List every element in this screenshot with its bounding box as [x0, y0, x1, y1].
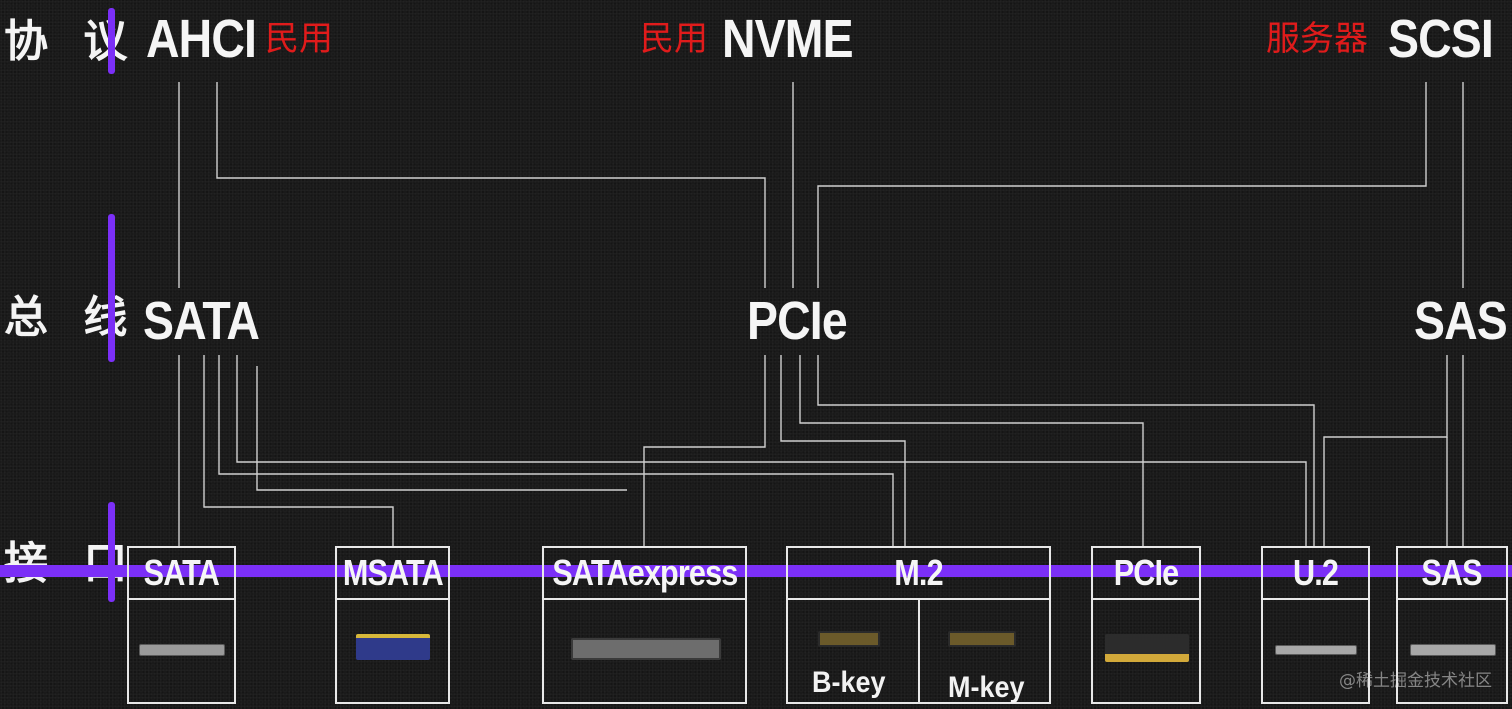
- protocol-nvme: NVME: [722, 9, 854, 69]
- sas-connector-icon: [1410, 644, 1496, 656]
- wire-ahci-pcie: [216, 82, 766, 288]
- category-bus-bar: [108, 214, 115, 362]
- wire-pcie-sataexpress: [643, 355, 766, 547]
- bus-sas: SAS: [1414, 291, 1508, 351]
- protocol-ahci: AHCI: [146, 9, 257, 69]
- pcie-connector-icon: [1105, 634, 1189, 662]
- interface-msata-box: MSATA: [335, 546, 450, 704]
- m2-divider: [918, 598, 920, 704]
- interface-sas-title: SAS: [1421, 552, 1483, 593]
- interface-sata-title: SATA: [143, 552, 220, 593]
- bus-sata: SATA: [143, 291, 260, 351]
- m2-bkey-connector-icon: [818, 631, 880, 647]
- category-interface-bar: [108, 502, 115, 602]
- interface-u2-title: U.2: [1292, 552, 1339, 593]
- m2-mkey-connector-icon: [948, 631, 1016, 647]
- wire-sata-u2: [236, 355, 1307, 547]
- wire-sata-m2: [218, 355, 894, 547]
- interface-pcie-box: PCIe: [1091, 546, 1201, 704]
- interface-u2-box: U.2: [1261, 546, 1370, 704]
- protocol-ahci-note: 民用: [265, 19, 333, 59]
- protocol-scsi: SCSI: [1388, 9, 1494, 69]
- interface-sataexpress-title: SATAexpress: [551, 552, 738, 593]
- m2-bkey-label: B-key: [812, 666, 886, 699]
- protocol-scsi-note: 服务器: [1266, 19, 1368, 59]
- category-protocol-label: 协 议: [4, 16, 138, 67]
- interface-sas-box: SAS: [1396, 546, 1508, 704]
- wire-sas-u2: [1323, 355, 1448, 547]
- u2-connector-icon: [1275, 645, 1357, 655]
- wire-pcie-pcie: [817, 355, 1315, 547]
- interface-sata-box: SATA: [127, 546, 236, 704]
- interface-pcie-title: PCIe: [1113, 552, 1179, 593]
- wire-pcie-m2: [780, 355, 906, 547]
- sataexpress-connector-icon: [571, 638, 721, 660]
- wire-scsi-pcie: [817, 82, 1427, 288]
- bus-pcie: PCIe: [747, 291, 848, 351]
- interface-msata-title: MSATA: [342, 552, 443, 593]
- watermark: @稀土掘金技术社区: [1339, 671, 1492, 691]
- wire-sata-sataexpress: [256, 366, 627, 491]
- interface-sataexpress-box: SATAexpress: [542, 546, 747, 704]
- category-interface-label: 接 口: [4, 538, 138, 589]
- category-bus-label: 总 线: [4, 292, 138, 343]
- category-protocol-bar: [108, 8, 115, 74]
- m2-mkey-label: M-key: [948, 671, 1025, 704]
- interface-m2-title: M.2: [894, 552, 943, 593]
- protocol-nvme-note: 民用: [640, 19, 708, 59]
- interface-m2-box: M.2 B-key M-key: [786, 546, 1051, 704]
- interface-bar: [0, 565, 1512, 577]
- wire-sata-msata: [203, 355, 394, 547]
- wire-pcie-u2: [799, 355, 1144, 547]
- msata-connector-icon: [356, 634, 430, 660]
- sata-connector-icon: [139, 644, 225, 656]
